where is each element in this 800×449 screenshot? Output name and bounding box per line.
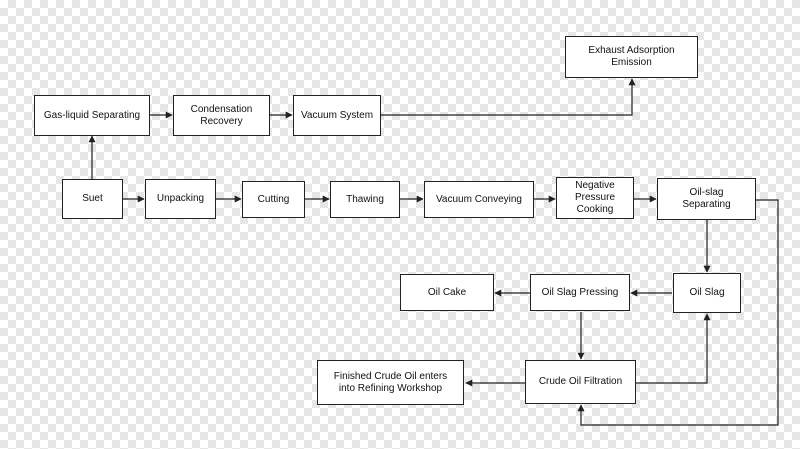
arrow-separating-to-filtration xyxy=(577,199,779,426)
node-negative-pressure-cooking: Negative Pressure Cooking xyxy=(556,177,634,219)
node-oil-slag-separating: Oil-slag Separating xyxy=(657,178,756,220)
node-condensation-recovery: Condensation Recovery xyxy=(173,95,270,136)
node-oil-cake: Oil Cake xyxy=(400,274,494,311)
node-unpacking: Unpacking xyxy=(145,179,216,219)
node-thawing: Thawing xyxy=(330,181,400,218)
node-exhaust-adsorption-emission: Exhaust Adsorption Emission xyxy=(565,36,698,78)
node-vacuum-conveying: Vacuum Conveying xyxy=(424,181,534,218)
node-oil-slag-pressing: Oil Slag Pressing xyxy=(530,274,630,311)
arrow-vacuum-system-to-exhaust xyxy=(381,78,636,116)
node-vacuum-system: Vacuum System xyxy=(293,95,381,136)
node-oil-slag: Oil Slag xyxy=(673,273,741,313)
node-suet: Suet xyxy=(62,179,123,219)
node-crude-oil-filtration: Crude Oil Filtration xyxy=(525,360,636,404)
node-gas-liquid-separating: Gas-liquid Separating xyxy=(34,95,150,136)
node-cutting: Cutting xyxy=(242,181,305,218)
arrow-filtration-to-oil-slag xyxy=(636,313,711,384)
node-finished-crude-oil: Finished Crude Oil enters into Refining … xyxy=(317,360,464,405)
